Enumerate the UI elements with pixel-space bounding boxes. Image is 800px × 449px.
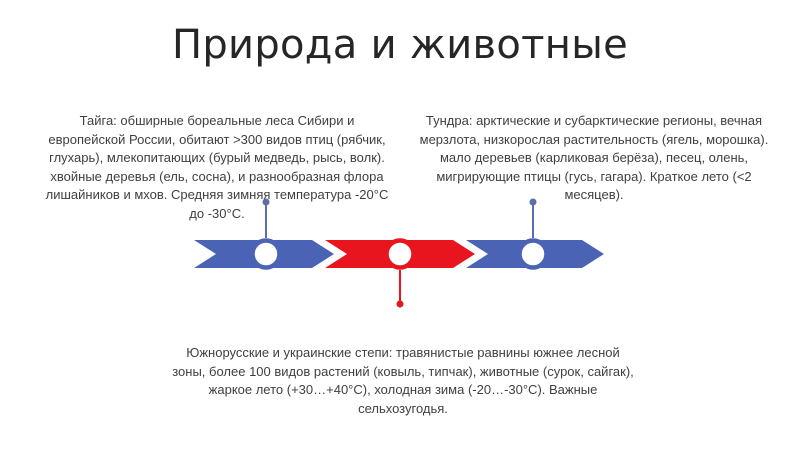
taiga-text: Тайга: обширные бореальные леса Сибири и… <box>45 113 389 221</box>
taiga-milestone-marker <box>250 238 282 270</box>
taiga-connector-dot <box>262 198 270 206</box>
tundra-connector-dot <box>529 198 537 206</box>
tundra-text: Тундра: арктические и субарктические рег… <box>419 113 769 202</box>
steppe-text: Южнорусские и украинские степи: травянис… <box>172 345 634 416</box>
steppe-milestone-marker <box>384 238 416 270</box>
tundra-milestone-marker <box>517 238 549 270</box>
steppe-connector-dot <box>396 300 404 308</box>
page-title: Природа и животные <box>171 22 629 68</box>
